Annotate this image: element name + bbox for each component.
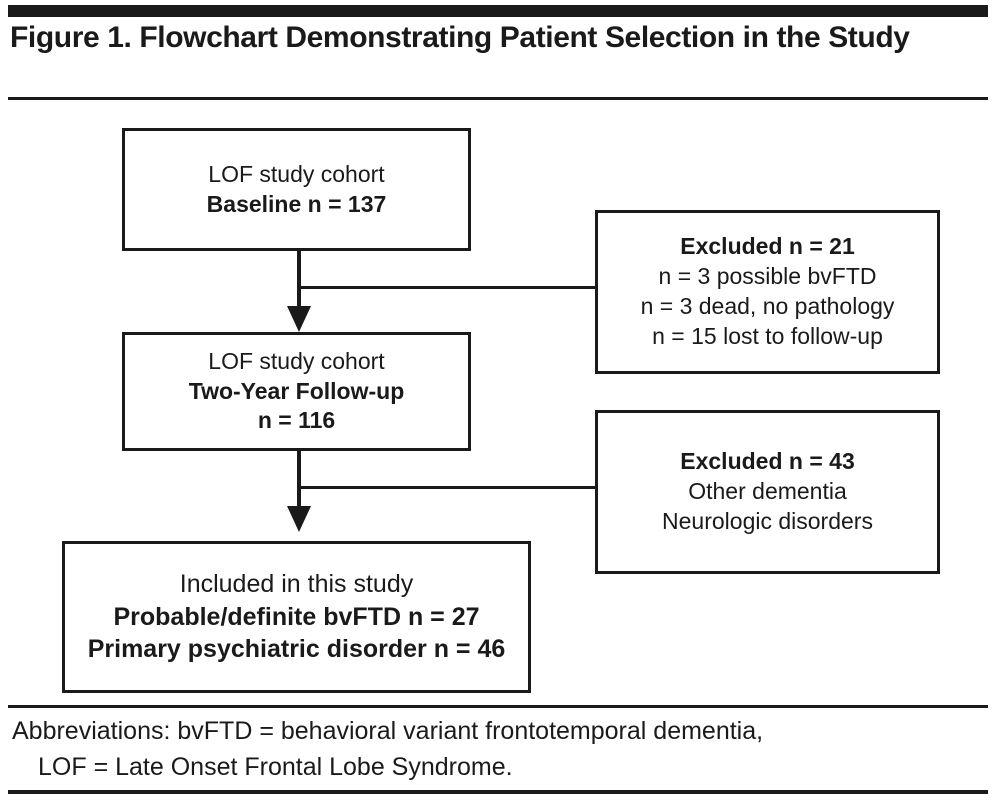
flow-box-followup-line-1: LOF study cohort	[208, 347, 385, 374]
flow-box-excluded-1-line-2: n = 3 possible bvFTD	[658, 263, 877, 290]
abbreviations-footnote: Abbreviations: bvFTD = behavioral varian…	[12, 714, 972, 785]
bottom-rule	[8, 790, 988, 794]
title-divider-rule	[8, 97, 988, 100]
flow-box-followup: LOF study cohort Two-Year Follow-up n = …	[122, 332, 471, 451]
flow-box-excluded-2: Excluded n = 43 Other dementia Neurologi…	[595, 410, 940, 574]
connector-1-arrow-icon	[287, 306, 311, 332]
abbreviations-line-2: LOF = Late Onset Frontal Lobe Syndrome.	[38, 752, 513, 781]
flow-box-excluded-1: Excluded n = 21 n = 3 possible bvFTD n =…	[595, 210, 940, 374]
flow-box-included: Included in this study Probable/definite…	[62, 541, 531, 693]
flow-box-followup-line-3: n = 116	[257, 407, 336, 434]
connector-1-vertical-line	[297, 250, 301, 312]
top-rule	[8, 5, 988, 17]
flow-box-excluded-1-line-1: Excluded n = 21	[680, 233, 855, 260]
flow-box-included-line-1: Included in this study	[179, 570, 414, 599]
flow-box-included-line-3: Primary psychiatric disorder n = 46	[87, 635, 506, 664]
connector-2-branch-line	[299, 486, 597, 489]
abbreviations-line-1: Abbreviations: bvFTD = behavioral varian…	[12, 717, 764, 745]
flow-box-excluded-2-line-3: Neurologic disorders	[662, 507, 873, 534]
connector-1-branch-line	[299, 286, 597, 289]
flow-box-baseline-line-1: LOF study cohort	[208, 160, 385, 187]
flow-box-baseline-line-2: Baseline n = 137	[206, 190, 387, 217]
flow-box-included-line-2: Probable/definite bvFTD n = 27	[113, 602, 480, 631]
footnote-top-rule	[8, 705, 988, 708]
flow-box-excluded-1-line-3: n = 3 dead, no pathology	[640, 293, 895, 319]
flow-box-baseline: LOF study cohort Baseline n = 137	[122, 128, 471, 251]
flow-box-excluded-2-line-1: Excluded n = 43	[680, 448, 855, 475]
page-title: Figure 1. Flowchart Demonstrating Patien…	[10, 21, 910, 54]
flow-box-excluded-2-line-2: Other dementia	[688, 478, 847, 505]
flow-box-excluded-1-line-4: n = 15 lost to follow-up	[652, 322, 883, 349]
connector-2-arrow-icon	[287, 506, 311, 532]
flow-box-followup-line-2: Two-Year Follow-up	[188, 377, 405, 404]
connector-2-vertical-line	[297, 450, 301, 512]
